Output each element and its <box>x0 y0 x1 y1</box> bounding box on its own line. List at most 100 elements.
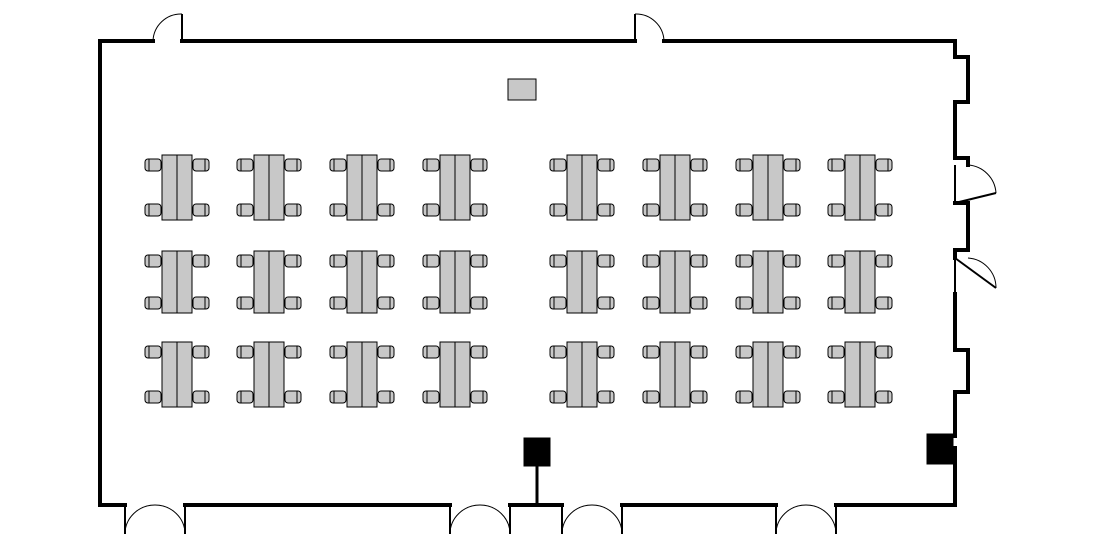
chair <box>783 158 801 172</box>
chair <box>377 158 395 172</box>
chair <box>192 203 210 217</box>
chair <box>284 345 302 359</box>
chair <box>597 345 615 359</box>
chair <box>549 158 567 172</box>
chair <box>236 254 254 268</box>
chair <box>144 390 162 404</box>
chair <box>192 345 210 359</box>
wall-segment <box>98 39 127 507</box>
chair <box>735 203 753 217</box>
wall-segment <box>662 39 970 167</box>
chair <box>642 390 660 404</box>
door-swing <box>449 504 481 535</box>
chair <box>377 254 395 268</box>
chair <box>144 296 162 310</box>
chair <box>875 296 893 310</box>
doors-layer <box>124 13 997 535</box>
chair <box>329 254 347 268</box>
chair <box>144 203 162 217</box>
chair <box>422 158 440 172</box>
chair <box>470 203 488 217</box>
chair <box>827 345 845 359</box>
chair <box>783 254 801 268</box>
chair <box>875 345 893 359</box>
chair <box>597 390 615 404</box>
chair <box>329 203 347 217</box>
chair <box>642 345 660 359</box>
chair <box>783 296 801 310</box>
chair <box>144 345 162 359</box>
chair <box>690 158 708 172</box>
chair <box>642 158 660 172</box>
door-swing <box>124 504 156 535</box>
chair <box>470 254 488 268</box>
chair <box>329 296 347 310</box>
chair <box>827 254 845 268</box>
chair <box>192 254 210 268</box>
chair <box>377 296 395 310</box>
chair <box>827 203 845 217</box>
chair <box>422 296 440 310</box>
chair <box>377 390 395 404</box>
chair <box>284 203 302 217</box>
chair <box>329 390 347 404</box>
chair <box>422 390 440 404</box>
door-swing <box>154 504 186 535</box>
chair <box>597 296 615 310</box>
chair <box>329 345 347 359</box>
chair <box>377 345 395 359</box>
chair <box>329 158 347 172</box>
chair <box>875 203 893 217</box>
chair <box>735 158 753 172</box>
chair <box>549 203 567 217</box>
chair <box>284 254 302 268</box>
chair <box>597 203 615 217</box>
door-swing <box>591 504 623 535</box>
door-swing <box>479 504 511 535</box>
door-swing <box>634 13 665 42</box>
chair <box>470 345 488 359</box>
chair <box>597 158 615 172</box>
wall-segment <box>953 201 970 260</box>
chair <box>470 296 488 310</box>
chair <box>827 158 845 172</box>
projector-box <box>507 78 537 101</box>
chair <box>144 158 162 172</box>
chair <box>192 390 210 404</box>
wall-box <box>926 433 954 465</box>
chair <box>422 345 440 359</box>
chair <box>236 390 254 404</box>
chair <box>783 203 801 217</box>
chair <box>827 390 845 404</box>
chair <box>642 296 660 310</box>
chair <box>827 296 845 310</box>
chair <box>735 254 753 268</box>
door-swing <box>775 504 807 535</box>
chair <box>470 158 488 172</box>
chair <box>735 296 753 310</box>
chair <box>642 254 660 268</box>
chair <box>236 345 254 359</box>
door-swing <box>805 504 837 535</box>
chair <box>236 296 254 310</box>
chair <box>783 345 801 359</box>
chair <box>236 203 254 217</box>
chair <box>735 345 753 359</box>
chair <box>783 390 801 404</box>
chair <box>377 203 395 217</box>
seating-layer <box>144 154 893 408</box>
door-swing <box>152 13 183 42</box>
chair <box>875 254 893 268</box>
chair <box>597 254 615 268</box>
chair <box>642 203 660 217</box>
room-walls <box>98 39 970 507</box>
door-swing <box>967 257 997 289</box>
chair <box>875 390 893 404</box>
chair <box>284 296 302 310</box>
floor-box <box>523 437 551 467</box>
chair <box>690 390 708 404</box>
door-leaf <box>954 257 997 289</box>
chair <box>549 296 567 310</box>
door-swing <box>967 164 997 194</box>
